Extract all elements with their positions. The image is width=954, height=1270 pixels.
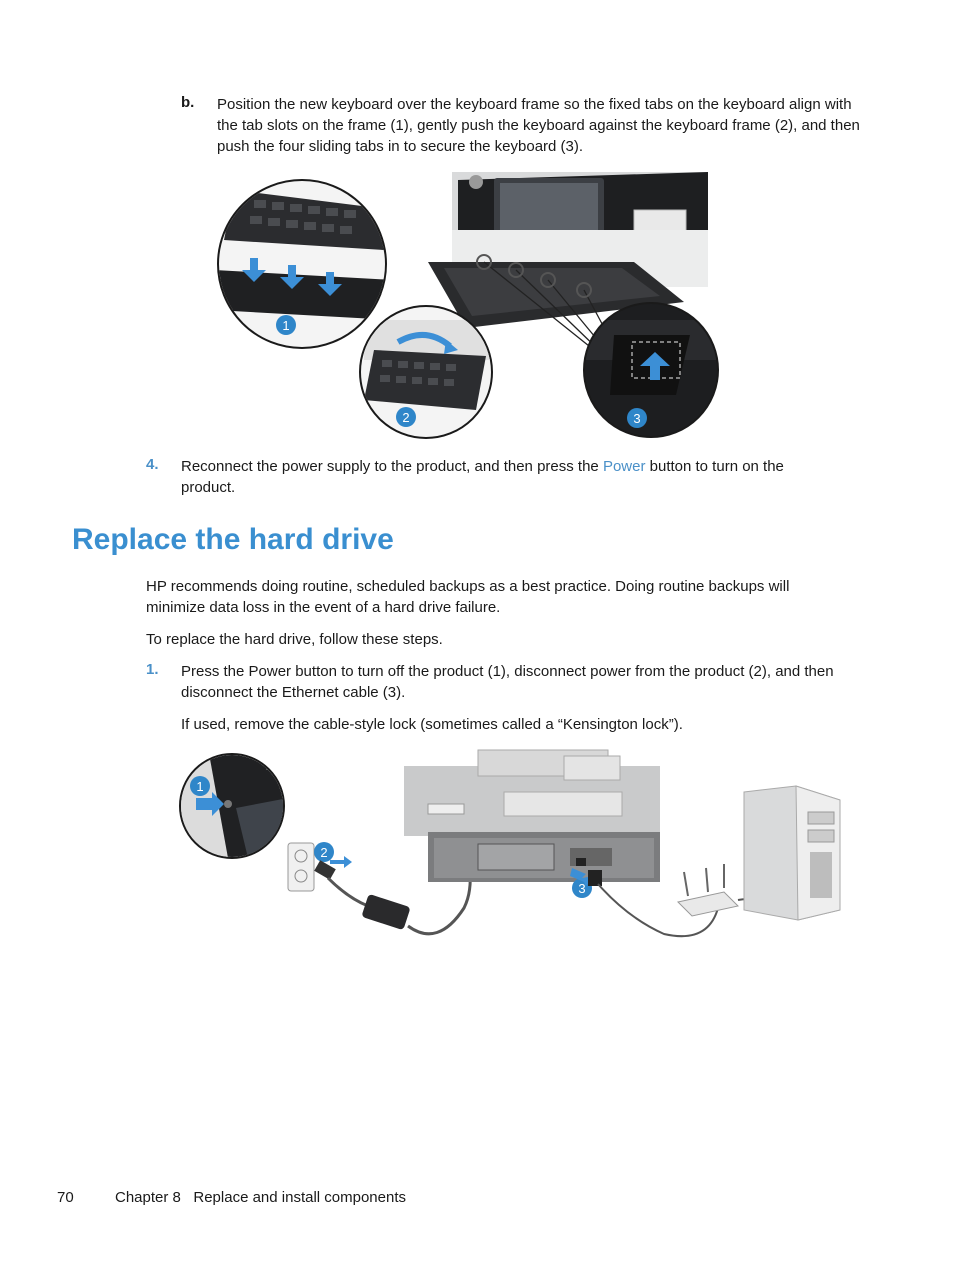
power-link[interactable]: Power	[602, 458, 646, 475]
chapter-footer: Chapter 8 Replace and install components	[115, 1189, 407, 1206]
step-b-text: Position the new keyboard over the keybo…	[217, 96, 860, 155]
section-paragraph-1: HP recommends doing routine, scheduled b…	[146, 578, 790, 616]
step-1-label: 1.	[146, 661, 159, 678]
callout-1b: 1	[196, 779, 203, 794]
callout-3b: 3	[578, 881, 585, 896]
step-1-note: If used, remove the cable-style lock (so…	[181, 716, 683, 733]
step-4-label: 4.	[146, 456, 159, 473]
callout-2b: 2	[320, 845, 327, 860]
callout-1: 1	[282, 318, 289, 333]
step-4-text-before: Reconnect the power supply to the produc…	[181, 458, 603, 475]
section-title: Replace the hard drive	[72, 523, 394, 556]
step-1-text: Press the Power button to turn off the p…	[181, 663, 834, 701]
disconnect-figure: hp 1 2 3	[178, 748, 844, 952]
step-4-text-after: button to turn on the product.	[181, 458, 784, 496]
keyboard-install-figure: 1 2 3	[214, 170, 720, 440]
callout-3: 3	[633, 411, 640, 426]
step-b-label: b.	[181, 94, 195, 111]
step-4-text: Reconnect the power supply to the produc…	[181, 456, 821, 498]
page-number: 70	[57, 1189, 74, 1206]
callout-2: 2	[402, 410, 409, 425]
section-paragraph-2: To replace the hard drive, follow these …	[146, 631, 443, 648]
